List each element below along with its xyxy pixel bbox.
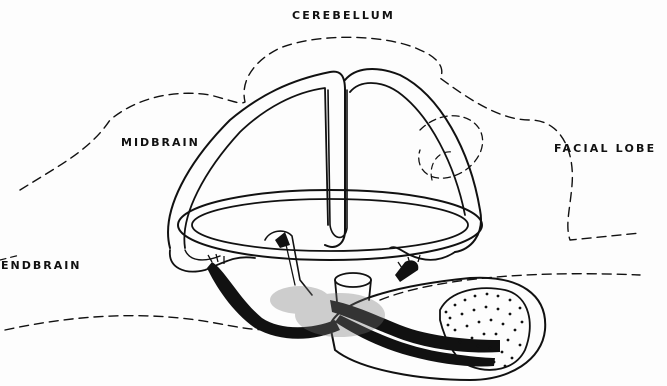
midbrain-left-bulge-inner xyxy=(185,250,220,260)
ventral-outline-dashed-right xyxy=(380,274,640,300)
midbrain-label: MIDBRAIN xyxy=(121,136,200,149)
cerebellum-right-outer-outline xyxy=(345,69,481,252)
central-stalk xyxy=(265,231,312,295)
ventral-outline-dashed xyxy=(5,316,270,330)
facial-lobe-label: FACIAL LOBE xyxy=(554,142,656,155)
cerebellum-label: CEREBELLUM xyxy=(292,9,395,22)
rootlet-hatches xyxy=(208,254,420,268)
midbrain-outer-outline xyxy=(168,72,345,248)
nerve-knot xyxy=(275,232,290,248)
nerve-cylinder-top xyxy=(335,273,371,287)
endbrain-label: ENDBRAIN xyxy=(1,259,82,272)
midbrain-inner-outline xyxy=(184,88,328,248)
facial-lobe-inner-dashed xyxy=(431,152,452,180)
